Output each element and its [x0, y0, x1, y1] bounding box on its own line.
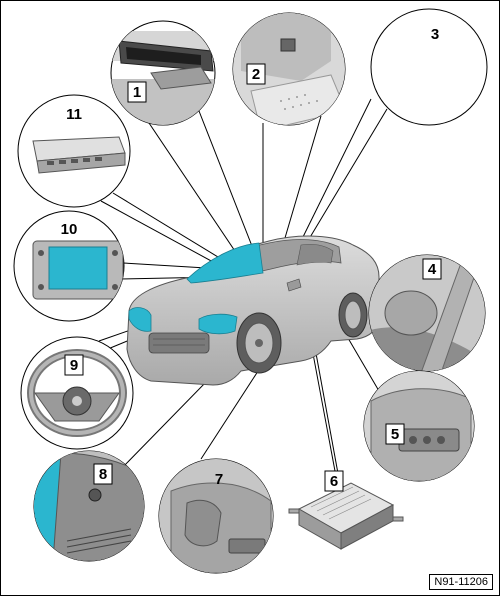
callout-8: 8 — [93, 463, 113, 485]
callout-11: 11 — [66, 106, 82, 123]
detail-circle-10 — [13, 210, 125, 322]
svg-text:2: 2 — [252, 66, 260, 83]
callout-3: 3 — [431, 26, 439, 43]
detail-circle-3 — [370, 8, 488, 126]
svg-text:3: 3 — [431, 26, 439, 43]
callout-4: 4 — [422, 258, 442, 280]
detail-circle-11 — [17, 94, 131, 208]
detail-circle-1 — [110, 20, 216, 126]
reference-code: N91-11206 — [429, 574, 493, 590]
car-illustration — [126, 235, 380, 386]
svg-text:7: 7 — [215, 471, 223, 488]
detail-circle-2 — [232, 12, 346, 126]
detail-circle-7 — [158, 458, 274, 574]
detail-circle-9 — [20, 336, 134, 450]
callout-2: 2 — [246, 63, 266, 85]
detail-module-6 — [288, 482, 404, 550]
detail-circle-8 — [33, 450, 145, 562]
svg-text:11: 11 — [66, 106, 82, 123]
svg-text:10: 10 — [61, 221, 78, 238]
svg-text:4: 4 — [428, 261, 437, 278]
svg-text:6: 6 — [330, 473, 338, 490]
callout-1: 1 — [127, 81, 147, 103]
callout-6: 6 — [324, 470, 344, 492]
callout-7: 7 — [215, 471, 223, 488]
callout-10: 10 — [61, 221, 78, 238]
callout-9: 9 — [64, 354, 84, 376]
detail-circle-4 — [368, 254, 486, 372]
callout-5: 5 — [385, 423, 405, 445]
svg-text:1: 1 — [133, 84, 141, 101]
detail-circle-5 — [363, 370, 475, 482]
svg-text:5: 5 — [391, 426, 399, 443]
svg-text:9: 9 — [70, 357, 78, 374]
svg-text:8: 8 — [99, 466, 107, 483]
